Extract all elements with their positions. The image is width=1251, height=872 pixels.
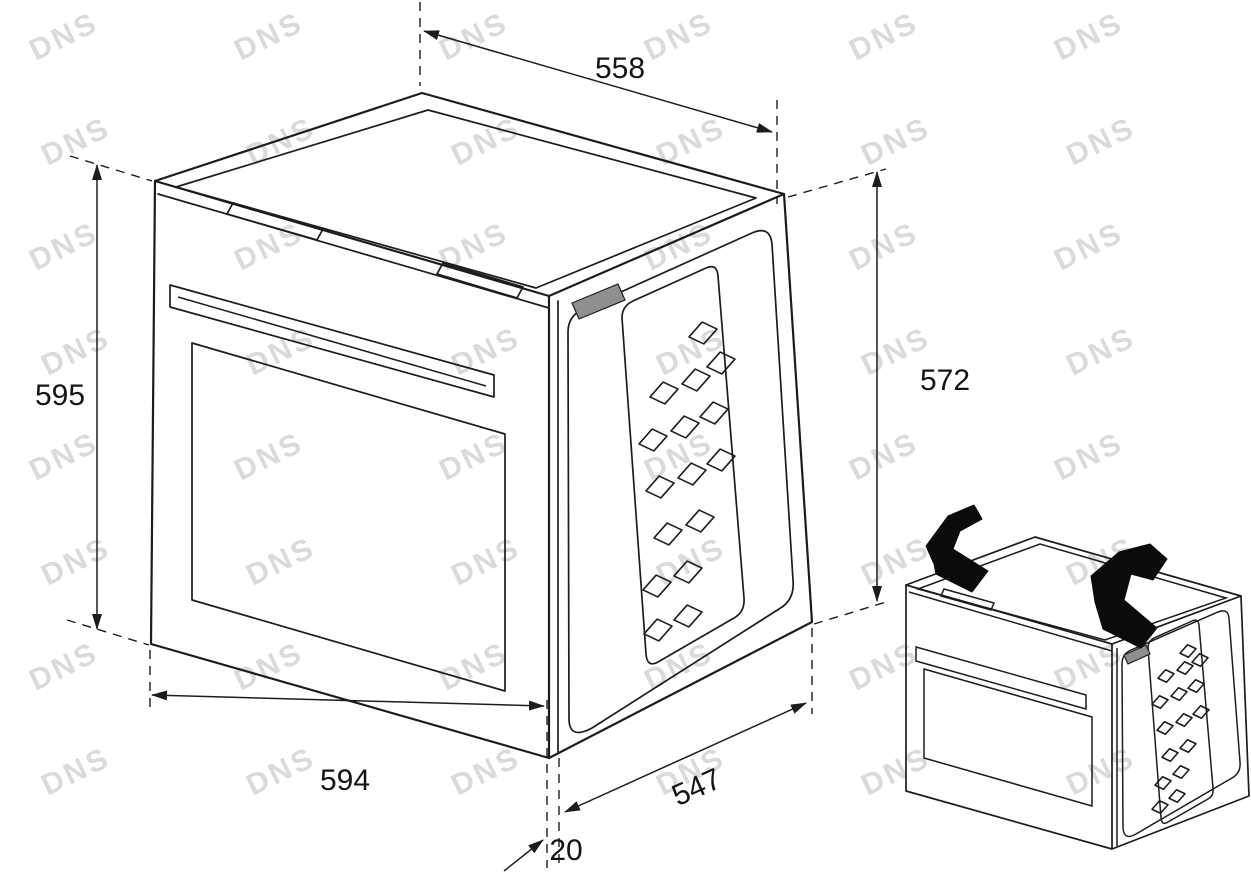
bracket-detail-drawing [905,504,1250,850]
vent-diamond [1175,712,1193,728]
dimension-rear-height: 572 [787,168,970,625]
oven-handle [169,284,495,398]
side-panel-clip [571,283,626,320]
mounting-bracket-right [1090,543,1168,649]
top-vent-slot [436,262,524,299]
main-oven-drawing [149,91,814,760]
vent-diamond [645,475,675,499]
dimension-top-width: 558 [419,2,778,204]
vent-diamond [642,574,672,598]
dimension-line [423,30,773,133]
vent-diamond [1151,799,1169,815]
vent-diamond [677,462,707,486]
vent-diamond [1157,668,1175,684]
dimension-label-depth: 547 [667,762,726,813]
oven-door-window [191,342,506,692]
vent-diamond [1179,643,1197,659]
vent-diamond [649,381,679,405]
oven-body-outline [149,91,814,760]
vent-diamond [688,321,718,345]
vent-diamond [643,618,673,642]
vent-diamond-pattern [638,321,736,642]
small-oven-top-inset [915,543,1229,641]
vent-diamond [653,522,683,546]
vent-diamond [1156,720,1174,736]
small-oven-front-band-line [908,591,1113,652]
small-oven-side-panel [1121,610,1241,838]
small-side-panel-clip [1123,644,1151,665]
extension-line [787,168,887,198]
top-vent-slot [226,202,324,241]
dimension-label-front-width: 594 [320,764,370,797]
small-top-vent-slot [939,588,996,611]
vent-diamond [670,415,700,439]
vent-diamond [1154,775,1172,791]
vent-diamond [706,351,736,375]
vent-diamond [1172,764,1190,780]
vent-diamond [685,509,715,533]
vent-diamond [638,428,668,452]
oven-front-band-line [157,193,550,309]
vent-diamond [699,401,729,425]
vent-diamond [1191,652,1209,668]
extension-line [813,601,887,625]
mounting-bracket-left [925,504,989,593]
vent-diamond [706,448,736,472]
dimension-depth: 547 [564,628,813,813]
dimension-label-front-height: 595 [35,379,85,412]
oven-vent-panel [621,265,745,665]
vent-diamond [673,560,703,584]
vent-diamond [1176,660,1194,676]
oven-top-right-edge [547,192,786,298]
dimension-front-width: 594 [149,650,548,868]
small-oven-door-window [923,668,1093,807]
oven-handle-highlight [177,296,487,387]
dimension-door-protrusion: 20 [503,758,583,872]
vent-diamond [1168,788,1186,804]
vent-diamond [1170,686,1188,702]
vent-diamond [1161,747,1179,763]
oven-top-inset [175,109,757,289]
small-vent-diamond-pattern [1151,643,1210,815]
dimension-line [151,690,545,711]
vent-diamond [673,604,703,628]
extension-line [66,619,150,646]
vent-diamond [1187,678,1205,694]
dimension-label-door-protrusion: 20 [549,834,582,867]
small-oven-handle [915,646,1087,710]
dimension-label-top-width: 558 [595,52,645,85]
dimension-line [564,702,807,813]
vent-diamond [1192,704,1210,720]
small-oven-body-outline [905,536,1250,850]
leader-line [503,839,544,872]
vent-diamond [1151,694,1169,710]
small-oven-vent-panel [1147,619,1214,825]
vent-diamond [1179,738,1197,754]
vent-diamond [681,368,711,392]
dimension-front-height: 595 [35,155,153,646]
dimension-label-rear-height: 572 [920,364,970,397]
extension-line [69,155,153,182]
